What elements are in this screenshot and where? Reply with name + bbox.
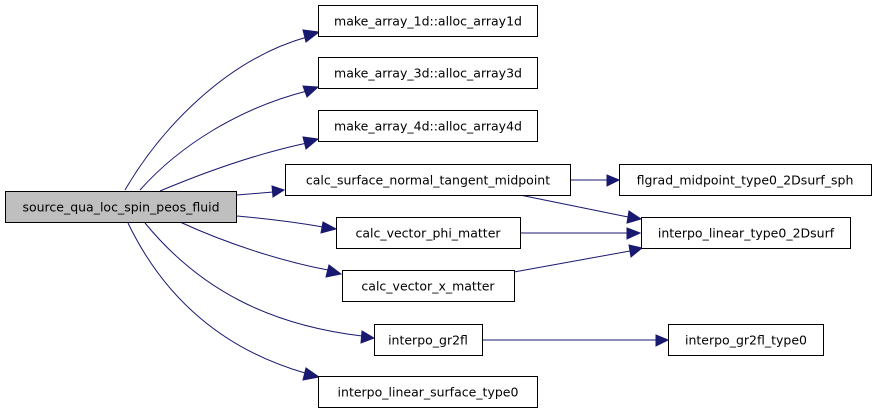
node-interpo-linear-surface-type0[interactable]: interpo_linear_surface_type0 bbox=[318, 376, 538, 408]
edge-gr2fl-to-gr2fl-type0 bbox=[482, 334, 670, 347]
edge-source-to-gr2fl bbox=[144, 222, 376, 344]
node-label: interpo_gr2fl_type0 bbox=[685, 333, 807, 348]
edge-calc-surface-to-interpo-linear bbox=[514, 193, 643, 224]
edge-source-to-linear-surface bbox=[127, 222, 321, 381]
nodes: source_qua_loc_spin_peos_fluid make_arra… bbox=[5, 5, 872, 408]
node-calc-vector-x-matter[interactable]: calc_vector_x_matter bbox=[342, 270, 515, 302]
edge-calc-x-to-interpo-linear bbox=[513, 244, 644, 273]
edge-calc-phi-to-interpo-linear bbox=[520, 227, 642, 240]
node-label: flgrad_midpoint_type0_2Dsurf_sph bbox=[637, 173, 854, 188]
node-flgrad-midpoint-type0-2dsurf-sph[interactable]: flgrad_midpoint_type0_2Dsurf_sph bbox=[619, 164, 872, 196]
node-make-array-1d-alloc-array1d[interactable]: make_array_1d::alloc_array1d bbox=[318, 5, 538, 37]
edge-source-to-calc-surface bbox=[236, 185, 286, 198]
node-calc-surface-normal-tangent-midpoint[interactable]: calc_surface_normal_tangent_midpoint bbox=[285, 164, 571, 196]
node-label: make_array_1d::alloc_array1d bbox=[334, 14, 522, 29]
edge-calc-surface-to-flgrad bbox=[570, 174, 621, 187]
edge-source-to-calc-x bbox=[179, 221, 343, 278]
node-interpo-linear-type0-2dsurf[interactable]: interpo_linear_type0_2Dsurf bbox=[641, 217, 851, 249]
node-label: source_qua_loc_spin_peos_fluid bbox=[22, 200, 219, 215]
node-label: interpo_gr2fl bbox=[388, 333, 468, 348]
node-label: calc_surface_normal_tangent_midpoint bbox=[306, 173, 550, 188]
edge-source-to-calc-phi bbox=[236, 215, 338, 234]
node-interpo-gr2fl-type0[interactable]: interpo_gr2fl_type0 bbox=[668, 324, 824, 356]
node-interpo-gr2fl[interactable]: interpo_gr2fl bbox=[374, 324, 483, 356]
node-make-array-3d-alloc-array3d[interactable]: make_array_3d::alloc_array3d bbox=[318, 57, 538, 89]
edges bbox=[124, 29, 670, 381]
edge-source-to-make-array-3d bbox=[139, 85, 320, 191]
edge-source-to-make-array-4d bbox=[159, 136, 320, 192]
node-label: calc_vector_x_matter bbox=[361, 279, 495, 294]
node-make-array-4d-alloc-array4d[interactable]: make_array_4d::alloc_array4d bbox=[318, 110, 538, 142]
node-source-qua-loc-spin-peos-fluid[interactable]: source_qua_loc_spin_peos_fluid bbox=[5, 191, 237, 223]
node-label: interpo_linear_surface_type0 bbox=[338, 385, 519, 400]
node-label: calc_vector_phi_matter bbox=[355, 226, 501, 241]
node-calc-vector-phi-matter[interactable]: calc_vector_phi_matter bbox=[336, 217, 521, 249]
edge-source-to-make-array-1d bbox=[124, 29, 321, 191]
node-label: make_array_3d::alloc_array3d bbox=[334, 66, 522, 81]
node-label: make_array_4d::alloc_array4d bbox=[334, 119, 522, 134]
node-label: interpo_linear_type0_2Dsurf bbox=[658, 226, 835, 241]
